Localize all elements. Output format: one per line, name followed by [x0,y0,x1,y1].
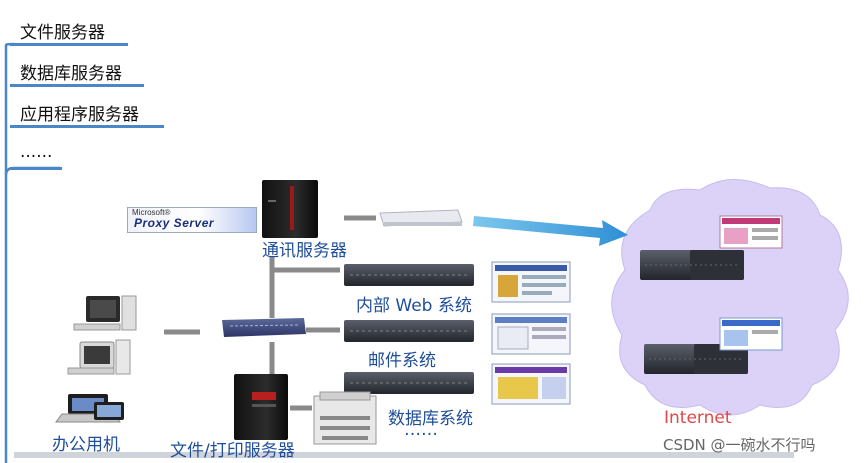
internet-cloud [611,179,849,416]
tree-item-more[interactable]: ...... [20,142,53,162]
web-system-label: 内部 Web 系统 [356,296,472,316]
file-print-server-tower-icon [234,374,288,440]
router-icon [379,209,463,227]
internet-label: Internet [664,408,732,428]
proxy-server-logo: Microsoft® Proxy Server [127,207,257,233]
tree-item-file-server[interactable]: 文件服务器 [20,23,105,43]
office-pc-1-icon [73,295,137,331]
tree-item-database-server[interactable]: 数据库服务器 [20,64,122,84]
internet-server-bottom-icon [644,344,748,374]
db-page-thumbnail-icon [491,363,571,405]
office-laptop-icon [55,394,124,423]
mail-page-thumbnail-icon [491,313,571,355]
comm-server-tower-icon [262,180,318,238]
db-system-label: 数据库系统 [388,409,473,429]
web-rack-server-icon [344,264,474,286]
mail-rack-server-icon [344,320,474,342]
network-switch-icon [222,318,306,337]
more-ellipsis-label: …… [404,420,438,440]
office-pc-label: 办公用机 [52,435,120,455]
watermark: CSDN @一碗水不行吗 [663,436,816,454]
bottom-divider [14,452,794,458]
internet-webpage-top-icon [719,215,783,249]
proxy-logo-brand: Microsoft® [132,208,171,217]
tree-item-app-server[interactable]: 应用程序服务器 [20,105,139,125]
printer-icon [313,391,377,445]
proxy-logo-product: Proxy Server [134,216,215,230]
file-print-server-label: 文件/打印服务器 [170,441,295,461]
tree-line-3 [10,125,164,128]
office-pc-2-icon [67,339,131,375]
tree-line-4 [10,167,62,170]
arrow-to-internet [473,216,628,246]
tree-line-1 [10,43,128,46]
mail-system-label: 邮件系统 [368,351,436,371]
internet-webpage-bottom-icon [719,317,783,351]
tree-line-2 [10,84,144,87]
db-rack-server-icon [344,372,474,394]
comm-server-label: 通讯服务器 [262,241,347,261]
internet-server-top-icon [640,250,744,280]
web-page-thumbnail-icon [491,261,571,303]
connection-lines [164,215,376,411]
